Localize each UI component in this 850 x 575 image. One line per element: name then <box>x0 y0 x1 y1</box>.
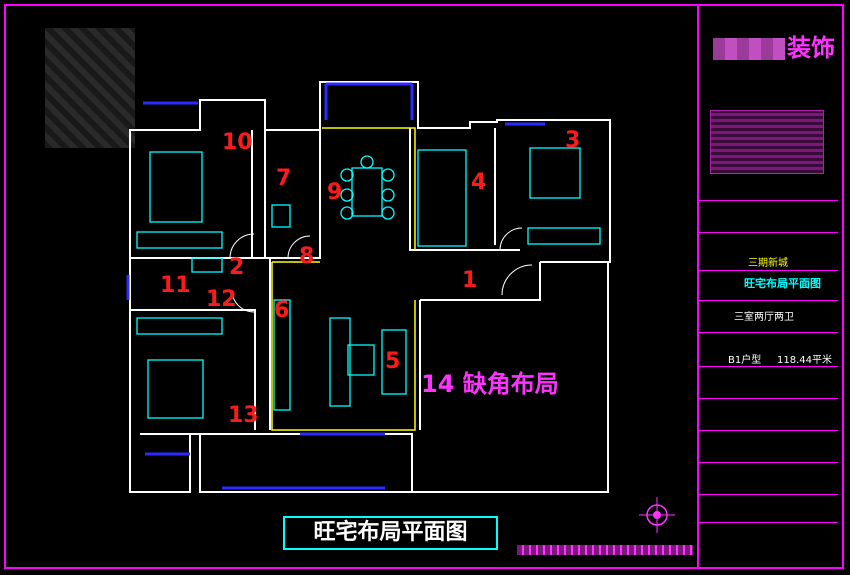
door-swing <box>231 289 255 313</box>
bed <box>149 151 203 223</box>
toilet <box>271 204 291 228</box>
title-block <box>697 6 840 567</box>
plan-title-block: 旺宅布局平面图 <box>744 277 821 290</box>
dining-chair <box>340 188 354 202</box>
compass <box>639 497 675 533</box>
title-block-divider <box>699 430 838 431</box>
room-number: 3 <box>565 128 581 153</box>
wardrobe <box>527 227 601 245</box>
wardrobe <box>136 317 223 335</box>
room-number: 6 <box>274 298 290 323</box>
door-swing <box>499 227 523 251</box>
dining-chair <box>381 206 395 220</box>
room-number: 9 <box>327 180 343 205</box>
title-block-divider <box>699 462 838 463</box>
room-number: 2 <box>229 255 245 280</box>
title-block-divider <box>699 366 838 367</box>
interior-wall <box>420 262 541 301</box>
interior-wall <box>270 128 321 259</box>
door-swing <box>287 235 311 259</box>
brand-name: 装饰 <box>700 28 835 62</box>
door-swing <box>229 233 255 259</box>
title-block-divider <box>699 332 838 333</box>
room-number: 7 <box>276 166 292 191</box>
unit-type: B1户型 <box>728 355 762 366</box>
dining-chair <box>381 188 395 202</box>
missing-corner-label: 14 缺角布局 <box>421 370 559 398</box>
dining-outline <box>322 127 416 250</box>
room-number: 10 <box>222 130 253 155</box>
room-number: 11 <box>160 273 191 298</box>
drawing-border <box>4 4 844 569</box>
room-number: 4 <box>471 170 487 195</box>
room-number: 13 <box>228 403 259 428</box>
drawing-title: 旺宅布局平面图 <box>283 516 498 550</box>
interior-wall <box>130 309 256 430</box>
community-name: 三期新城 <box>748 258 788 269</box>
door-swing <box>501 264 533 296</box>
room-number: 12 <box>206 287 237 312</box>
room-number: 1 <box>462 268 478 293</box>
wardrobe <box>136 231 223 249</box>
room-number: 5 <box>385 349 401 374</box>
title-block-divider <box>699 494 838 495</box>
logo <box>45 28 135 148</box>
title-block-divider <box>699 398 838 399</box>
coffee-table <box>347 344 375 376</box>
interior-wall <box>409 128 520 251</box>
kitchen-counter <box>417 149 467 247</box>
room-number: 8 <box>299 244 315 269</box>
title-block-divider <box>699 200 838 201</box>
layout-description: 三室两厅两卫 <box>734 312 794 323</box>
balcony-wall <box>199 434 412 493</box>
bed <box>147 359 204 419</box>
washbasin <box>191 257 223 273</box>
title-block-divider <box>699 270 838 271</box>
dining-chair <box>340 206 354 220</box>
blurred-brand-text <box>713 38 785 60</box>
shoe-cabinet <box>273 299 291 411</box>
title-block-divider <box>699 300 838 301</box>
dining-chair <box>381 168 395 182</box>
brand-suffix: 装饰 <box>787 34 835 62</box>
living-outline <box>271 262 416 431</box>
sofa <box>329 317 351 407</box>
dining-chair <box>360 155 374 169</box>
tv-cabinet <box>381 329 407 395</box>
design-notes-block <box>710 110 824 174</box>
title-block-divider <box>699 232 838 233</box>
bottom-note <box>517 545 693 555</box>
window <box>324 82 414 120</box>
bed <box>529 147 581 199</box>
title-block-divider <box>699 522 838 523</box>
unit-area: 118.44平米 <box>777 355 832 366</box>
dining-chair <box>340 168 354 182</box>
dining-table <box>351 167 383 217</box>
